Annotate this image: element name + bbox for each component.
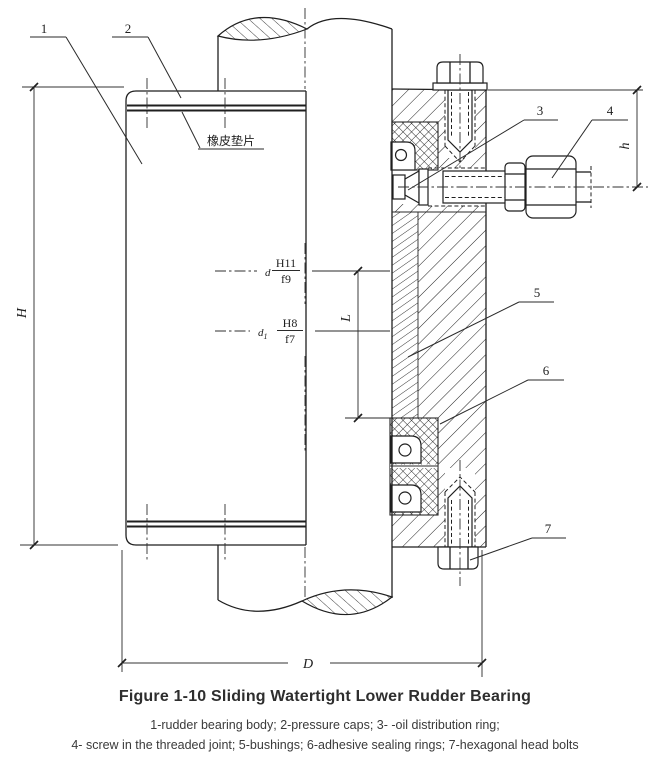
dimension-L: L (339, 266, 363, 423)
callout-6-label: 6 (543, 363, 550, 378)
fit-callout-upper: d H11 f9 (215, 256, 390, 286)
flange-hatch (392, 89, 486, 547)
fit-upper-symbol: d (265, 267, 271, 279)
rubber-gasket-label: 橡皮垫片 (207, 133, 255, 148)
fit-upper-denominator: f9 (281, 272, 291, 286)
dimension-D: D (117, 550, 487, 677)
shaft-break-bottom-arc (217, 599, 303, 612)
bottom-bolt-head (437, 546, 479, 570)
callout-3-label: 3 (537, 103, 544, 118)
bushing (392, 212, 418, 418)
callout-1-label: 1 (41, 21, 48, 36)
rudder-stock (216, 16, 394, 616)
callout-5: 5 (407, 285, 554, 358)
shaft-break-top-hatched-lens (216, 16, 309, 41)
flange-section (345, 88, 487, 548)
top-bolt-head (436, 61, 484, 84)
grease-screw-fitting (398, 155, 648, 219)
rubber-gasket-annotation: 橡皮垫片 (181, 111, 264, 150)
fit-lower-numerator: H8 (283, 316, 298, 330)
dim-label-L: L (339, 314, 354, 323)
callout-1: 1 (30, 21, 143, 165)
callout-2-label: 2 (125, 21, 132, 36)
callout-5-label: 5 (534, 285, 541, 300)
fit-upper-numerator: H11 (276, 256, 296, 270)
figure-legend-line1: 1-rudder bearing body; 2-pressure caps; … (150, 718, 500, 732)
callout-7-label: 7 (545, 521, 552, 536)
callout-4: 4 (551, 103, 628, 179)
figure-legend-line2: 4- screw in the threaded joint; 5-bushin… (71, 738, 579, 752)
dimension-h: h (488, 85, 643, 192)
callout-7: 7 (469, 521, 566, 561)
callout-3: 3 (407, 103, 558, 191)
dim-label-H: H (15, 307, 30, 319)
dim-label-D: D (302, 657, 313, 672)
fit-lower-denominator: f7 (285, 332, 295, 346)
fit-callout-lower: d1 H8 f7 (215, 316, 390, 346)
dim-label-h: h (618, 143, 633, 150)
callout-6: 6 (439, 363, 564, 425)
callout-4-label: 4 (607, 103, 614, 118)
fit-lower-symbol: d1 (258, 327, 268, 341)
top-hex-bolt (432, 54, 488, 172)
bearing-body (125, 78, 307, 562)
shaft-break-top-arc (306, 17, 393, 30)
bottom-hex-bolt (437, 460, 479, 586)
upper-seal-ring (390, 121, 439, 171)
shaft-break-bottom-hatched-lens (300, 589, 394, 616)
dimension-H: H (15, 82, 124, 550)
rudder-bearing-sectional-drawing: H h L D d H11 f9 d1 H8 (15, 8, 648, 677)
figure-caption: Figure 1-10 Sliding Watertight Lower Rud… (118, 688, 532, 705)
callout-2: 2 (112, 21, 182, 99)
adhesive-sealing-rings (389, 417, 439, 516)
